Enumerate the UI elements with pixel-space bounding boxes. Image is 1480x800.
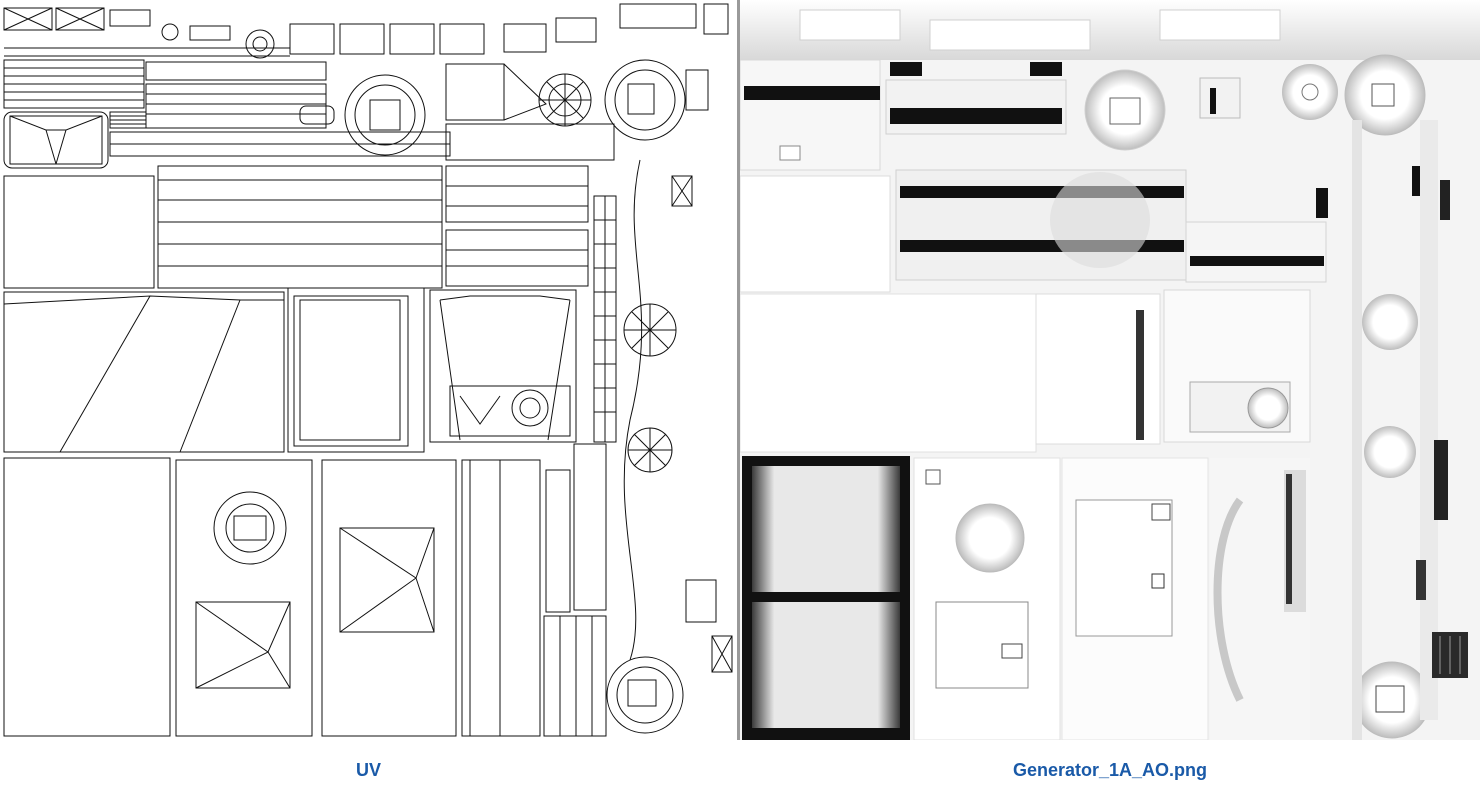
uv-caption: UV [355,760,381,780]
ao-texture-caption: Generator_1A_AO.png [1012,760,1208,780]
uv-strips-left [3,59,451,169]
ao-mid-row [740,289,1448,520]
panel-divider [737,0,740,740]
uv-top-strip [3,3,729,59]
ao-bottom-row [742,180,1468,740]
ao-texture-image [740,0,1480,740]
ao-top-band [740,0,1480,76]
uv-mid-row [3,287,677,473]
ao-circles [1084,54,1431,739]
uv-bottom-row [3,159,733,737]
ao-upper-left [740,59,1067,171]
uv-mid-left [3,165,617,443]
uv-layout-image [0,0,737,740]
uv-circles-top [299,59,709,734]
